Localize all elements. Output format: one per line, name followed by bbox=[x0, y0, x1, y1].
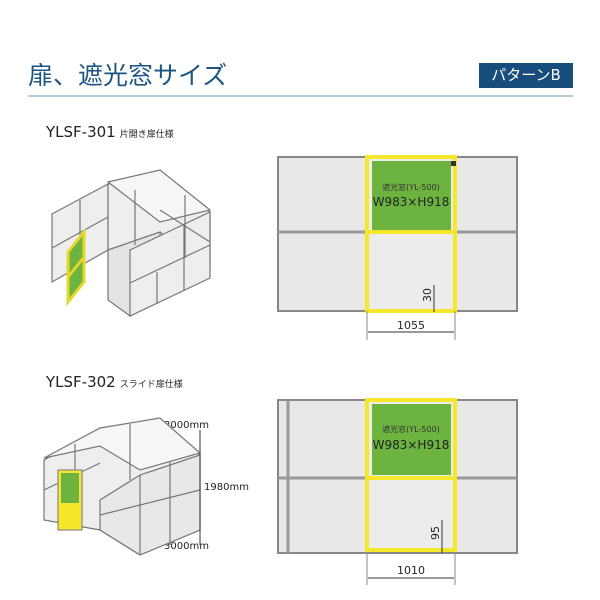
title-divider bbox=[28, 95, 573, 97]
elevation-301: 遮光窓(YL-500) W983×H918 1055 30 bbox=[277, 155, 518, 340]
booth-iso-301 bbox=[51, 169, 212, 317]
window-name: 遮光窓(YL-500) bbox=[382, 182, 440, 192]
window-name: 遮光窓(YL-500) bbox=[382, 424, 440, 434]
window-size: W983×H918 bbox=[373, 195, 450, 209]
model-type: 片開き扉仕様 bbox=[119, 130, 174, 140]
booth-iso-302 bbox=[43, 417, 202, 556]
height-dimension: 1980mm bbox=[204, 482, 249, 493]
model-name: YLSF-301 bbox=[46, 123, 116, 141]
door-width-label: 1010 bbox=[397, 564, 425, 577]
gap-label: 95 bbox=[429, 526, 442, 540]
elevation-302: 遮光窓(YL-500) W983×H918 1010 95 bbox=[277, 398, 518, 585]
window-area bbox=[372, 404, 451, 475]
pattern-badge: パターンB bbox=[479, 63, 573, 88]
window-size: W983×H918 bbox=[373, 438, 450, 452]
window-area bbox=[372, 161, 451, 230]
depth-dimension: 3000mm bbox=[164, 541, 209, 552]
width-dimension: 3000mm bbox=[164, 420, 209, 431]
gap-label: 30 bbox=[421, 288, 434, 302]
model-type: スライド扉仕様 bbox=[119, 380, 183, 390]
door-width-label: 1055 bbox=[397, 319, 425, 332]
page-title: 扉、遮光窓サイズ bbox=[28, 61, 228, 90]
model-name: YLSF-302 bbox=[46, 373, 116, 391]
